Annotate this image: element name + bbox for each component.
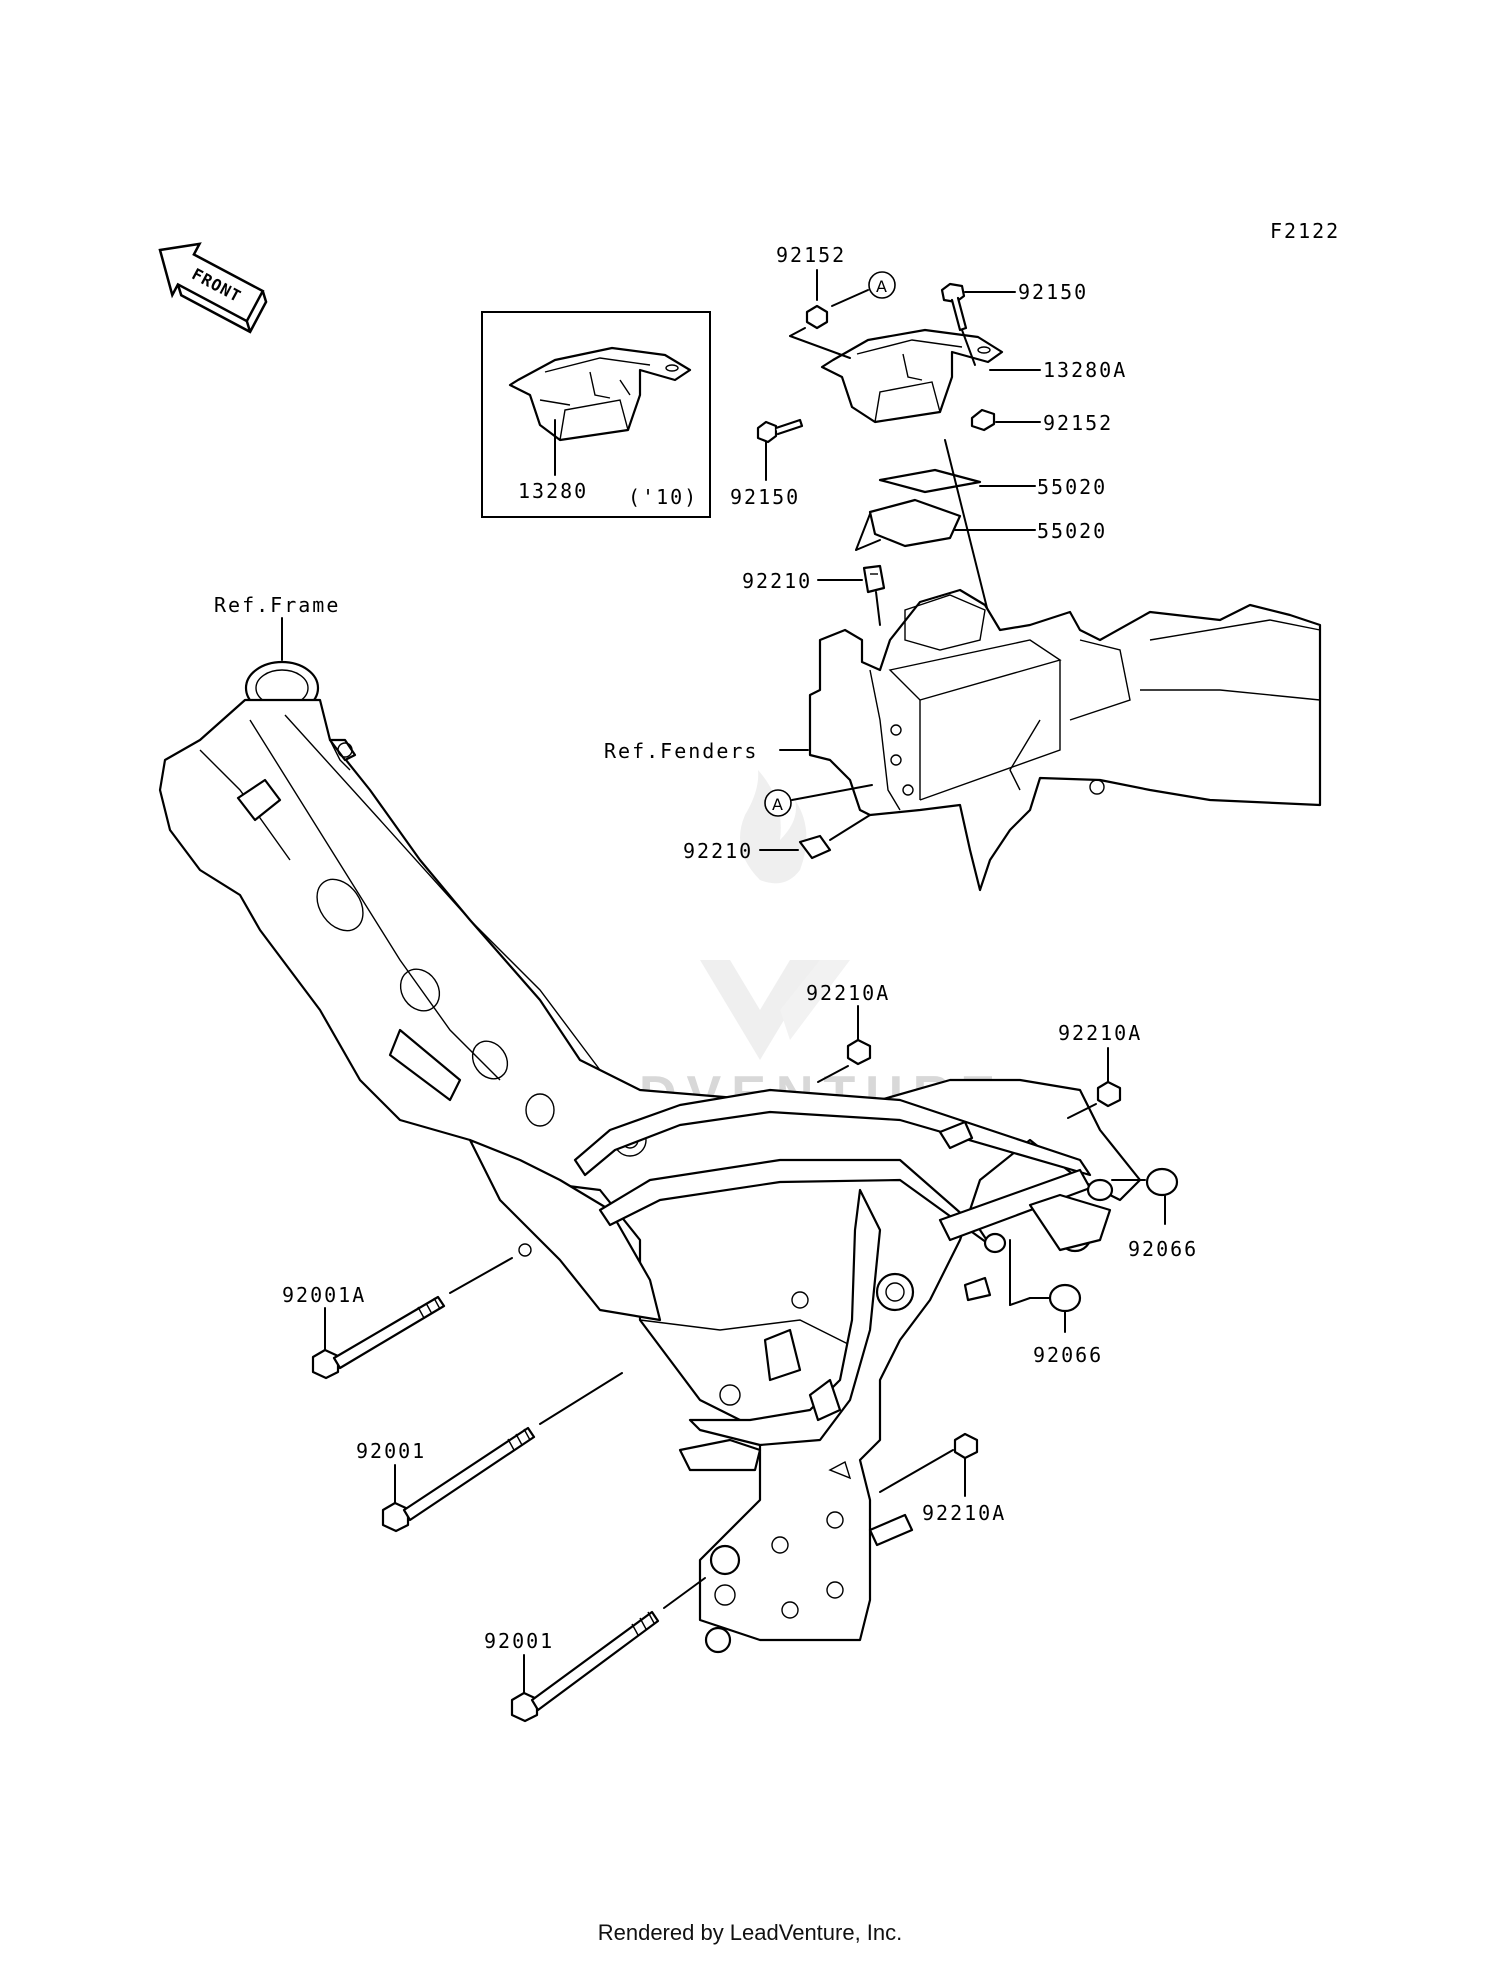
label-sticker-55020-b bbox=[868, 498, 962, 548]
callout-ref-frame: Ref.Frame bbox=[214, 593, 340, 617]
callout-92066-b: 92066 bbox=[1033, 1343, 1103, 1367]
fender-assembly bbox=[808, 588, 1322, 892]
bolt-92001-a bbox=[381, 1426, 536, 1533]
callout-92001-a: 92001 bbox=[356, 1439, 426, 1463]
callout-92001A: 92001A bbox=[282, 1283, 366, 1307]
bolt-92150-top bbox=[940, 282, 968, 332]
clip-92210-top bbox=[862, 564, 886, 594]
svg-text:A: A bbox=[772, 795, 783, 814]
label-sticker-55020-a bbox=[878, 468, 982, 494]
svg-text:A: A bbox=[876, 277, 887, 296]
inset-year-note: ('10) bbox=[628, 485, 698, 509]
callout-92150-left: 92150 bbox=[730, 485, 800, 509]
callout-92210-top: 92210 bbox=[742, 569, 812, 593]
callout-92210-bottom: 92210 bbox=[683, 839, 753, 863]
footer-credit: Rendered by LeadVenture, Inc. bbox=[597, 1920, 903, 1945]
callout-55020-a: 55020 bbox=[1037, 475, 1107, 499]
nut-92210A-3 bbox=[953, 1432, 979, 1460]
bolt-92150-left bbox=[756, 418, 804, 444]
callout-55020-b: 55020 bbox=[1037, 519, 1107, 543]
callout-92210A-1: 92210A bbox=[806, 981, 890, 1005]
inset-part-label: 13280 bbox=[518, 479, 588, 503]
inset-13280: 13280 ('10) bbox=[481, 311, 711, 518]
cap-92066-b bbox=[1048, 1283, 1082, 1313]
nut-92152-right bbox=[970, 408, 996, 432]
callout-92210A-3: 92210A bbox=[922, 1501, 1006, 1525]
tool-holder-13280 bbox=[508, 346, 692, 442]
main-frame bbox=[158, 660, 1142, 1654]
callout-92150-top: 92150 bbox=[1018, 280, 1088, 304]
callout-13280A: 13280A bbox=[1043, 358, 1127, 382]
callout-ref-fenders: Ref.Fenders bbox=[604, 739, 758, 763]
clip-92210-bottom bbox=[798, 834, 832, 860]
nut-92210A-2 bbox=[1096, 1080, 1122, 1108]
callout-92001-b: 92001 bbox=[484, 1629, 554, 1653]
tool-holder-13280A bbox=[820, 328, 1004, 424]
cap-92066-a bbox=[1145, 1167, 1179, 1197]
nut-92210A-1 bbox=[846, 1038, 872, 1066]
marker-a-bottom: A bbox=[764, 789, 792, 817]
bolt-92001A bbox=[311, 1295, 446, 1380]
callout-92210A-2: 92210A bbox=[1058, 1021, 1142, 1045]
callout-92152-right: 92152 bbox=[1043, 411, 1113, 435]
diagram-code: F2122 bbox=[1270, 219, 1340, 243]
leadventure-logo-icon bbox=[700, 770, 850, 1060]
callout-92152-top: 92152 bbox=[776, 243, 846, 267]
callout-92066-a: 92066 bbox=[1128, 1237, 1198, 1261]
nut-92152-top bbox=[805, 304, 829, 330]
marker-a-top: A bbox=[868, 271, 896, 299]
front-direction-arrow-icon: FRONT bbox=[158, 242, 268, 334]
